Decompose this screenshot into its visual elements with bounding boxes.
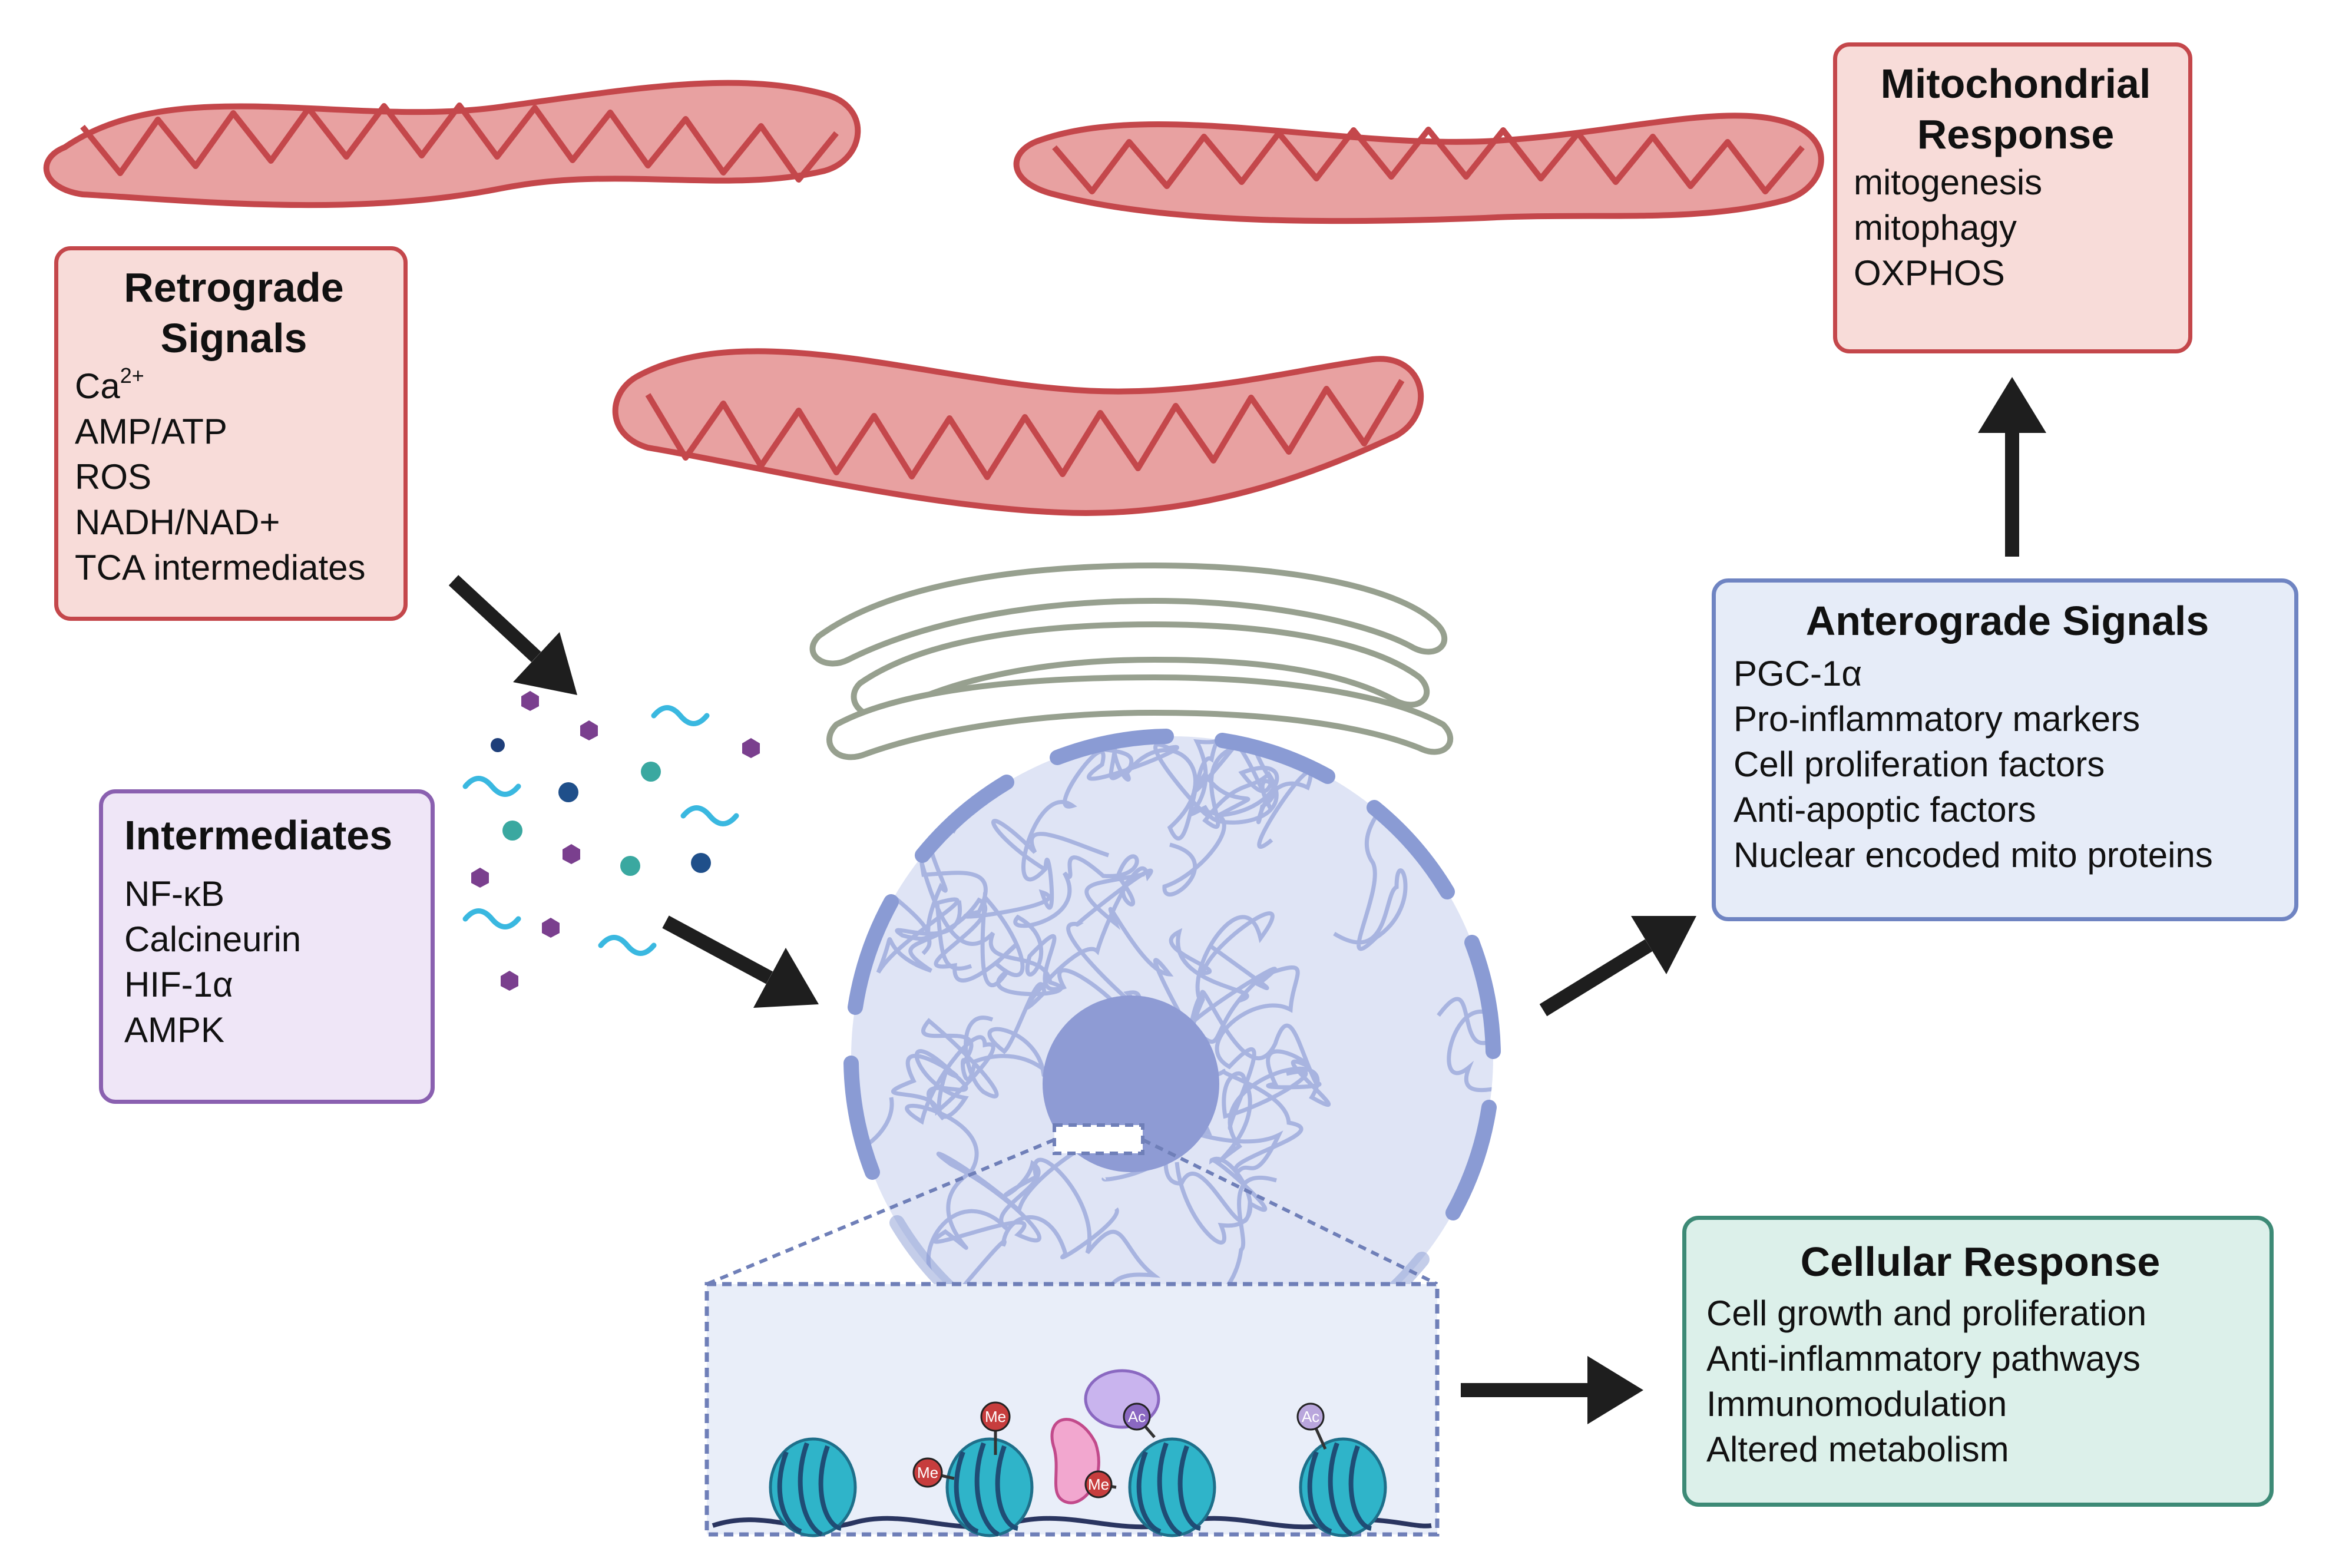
anterograde-item: Anti-apoptic factors (1733, 790, 2036, 829)
cellular-response-box: Cellular Response Cell growth and prolif… (1682, 1216, 2274, 1507)
anterograde-title: Anterograde Signals (1805, 598, 2209, 644)
nucleosome-icon (1299, 1437, 1387, 1537)
svg-text:Me: Me (917, 1464, 938, 1481)
intermediates-item: AMPK (124, 1010, 225, 1050)
nucleosome-icon (1128, 1437, 1216, 1537)
intermediates-item: HIF-1α (124, 965, 233, 1004)
molecule-icon (501, 971, 518, 991)
mito-response-title: Mitochondrial Response (1854, 58, 2178, 160)
molecule-icon (462, 908, 521, 929)
mito-response-list: mitogenesis mitophagy OXPHOS (1854, 160, 2188, 296)
nucleosome-icon (769, 1437, 857, 1537)
zoom-callout (706, 1138, 1438, 1286)
intermediates-box: Intermediates NF-κB Calcineurin HIF-1α A… (99, 789, 435, 1104)
molecule-icon (742, 738, 760, 758)
svg-text:Ac: Ac (1302, 1408, 1319, 1425)
molecule-icon (462, 776, 521, 797)
retrograde-item: ROS (75, 457, 152, 497)
retrograde-item: Ca2+ (75, 363, 144, 406)
methyl-mark: Me (912, 1457, 955, 1488)
intermediates-title: Intermediates (124, 812, 393, 858)
methyl-mark: Me (1084, 1470, 1117, 1498)
retrograde-title-line2: Signals (160, 315, 307, 361)
intermediates-list: NF-κB Calcineurin HIF-1α AMPK (124, 871, 431, 1053)
cellular-response-list: Cell growth and proliferation Anti-infla… (1706, 1291, 2270, 1472)
mitochondrion-icon (1013, 113, 1824, 224)
mito-response-title-line1: Mitochondrial (1880, 61, 2151, 107)
molecule-icon (641, 762, 661, 782)
svg-text:Me: Me (1088, 1476, 1109, 1493)
retrograde-title-line1: Retrograde (124, 264, 344, 310)
arrow-icon (1461, 1356, 1643, 1424)
cellular-response-item: Immunomodulation (1706, 1384, 2007, 1424)
arrow-set (448, 377, 2046, 1424)
intermediates-item: Calcineurin (124, 919, 302, 959)
anterograde-item: Cell proliferation factors (1733, 745, 2105, 784)
anterograde-item: Pro-inflammatory markers (1733, 699, 2141, 739)
methyl-mark: Me (980, 1401, 1011, 1455)
retrograde-item: AMP/ATP (75, 412, 227, 451)
molecule-icon (651, 705, 710, 726)
cellular-response-item: Altered metabolism (1706, 1430, 2009, 1469)
molecule-icon (680, 805, 739, 826)
molecule-icon (563, 844, 580, 864)
acetyl-mark: Ac (1123, 1402, 1156, 1438)
mitochondrion-icon (43, 80, 861, 209)
molecule-icon (691, 853, 711, 873)
ca-superscript: 2+ (120, 363, 144, 388)
retrograde-item: NADH/NAD+ (75, 502, 280, 542)
mito-response-item: OXPHOS (1854, 253, 2005, 293)
mitochondrial-response-box: Mitochondrial Response mitogenesis mitop… (1833, 42, 2192, 353)
anterograde-list: PGC-1α Pro-inflammatory markers Cell pro… (1733, 651, 2294, 878)
svg-text:Me: Me (985, 1408, 1006, 1425)
molecule-icon (521, 691, 539, 711)
mito-response-title-line2: Response (1917, 111, 2115, 157)
retrograde-list: Ca2+ AMP/ATP ROS NADH/NAD+ TCA intermedi… (75, 363, 403, 590)
molecule-icon (558, 782, 578, 802)
molecule-icon (598, 935, 657, 956)
arrow-icon (1539, 916, 1696, 1017)
anterograde-signals-box: Anterograde Signals PGC-1α Pro-inflammat… (1712, 578, 2298, 921)
molecule-icon (471, 868, 489, 888)
molecule-icon (620, 856, 640, 876)
arrow-icon (662, 915, 819, 1008)
arrow-icon (1978, 377, 2046, 557)
molecule-icon (542, 918, 560, 938)
anterograde-item: Nuclear encoded mito proteins (1733, 835, 2213, 875)
cellular-response-item: Cell growth and proliferation (1706, 1294, 2147, 1333)
intermediates-item: NF-κB (124, 874, 224, 914)
acetyl-mark: Ac (1296, 1402, 1327, 1450)
cellular-response-item: Anti-inflammatory pathways (1706, 1339, 2141, 1378)
nucleosome-icon (945, 1437, 1034, 1537)
molecule-cluster (462, 691, 760, 991)
endoplasmic-reticulum-icon (809, 562, 1454, 760)
cellular-response-title: Cellular Response (1800, 1239, 2161, 1285)
retrograde-item: TCA intermediates (75, 548, 366, 587)
anterograde-item: PGC-1α (1733, 654, 1862, 693)
molecule-icon (502, 821, 522, 841)
svg-text:Ac: Ac (1128, 1408, 1146, 1425)
mito-response-item: mitophagy (1854, 208, 2017, 247)
retrograde-title: Retrograde Signals (75, 262, 393, 363)
arrow-icon (448, 575, 577, 695)
mitochondrion-icon (612, 348, 1424, 516)
molecule-icon (491, 738, 505, 752)
molecule-icon (580, 720, 598, 740)
retrograde-signals-box: Retrograde Signals Ca2+ AMP/ATP ROS NADH… (54, 246, 408, 621)
mito-response-item: mitogenesis (1854, 163, 2043, 202)
